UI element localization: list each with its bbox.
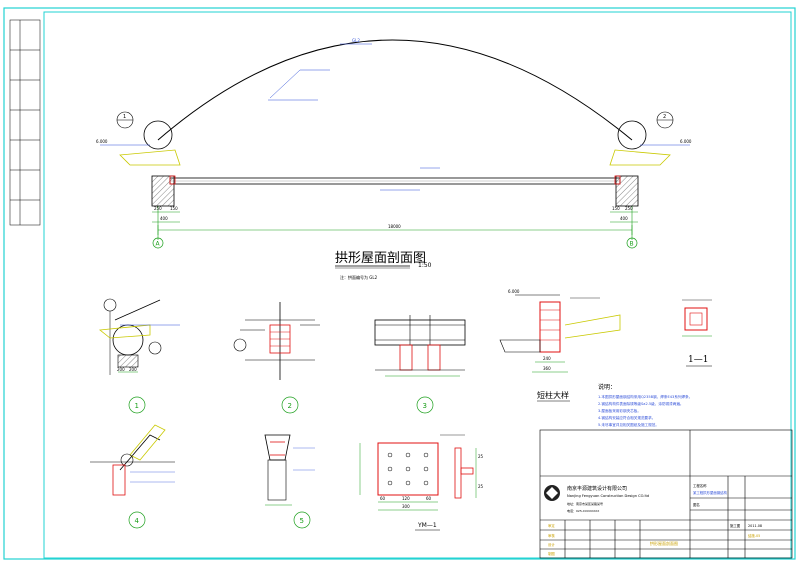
right-dim-1: 150 <box>612 206 620 211</box>
axis-b-label: B <box>630 241 634 248</box>
axis-bubble-b <box>626 237 638 249</box>
callout-circle-right <box>617 120 647 150</box>
detail-1-tag: 1 <box>135 402 139 410</box>
d1-dim-1: 200 <box>117 367 125 372</box>
note-line-3: 3.屋面板采用彩钢夹芯板。 <box>598 408 641 413</box>
callout-right-label: 2 <box>663 114 666 120</box>
arch-section: GL2 1 2 6.000 6.000 <box>96 38 692 280</box>
wall-right <box>615 175 639 207</box>
notes: 说明： 1.本图拱形屋面钢结构采用Q235B钢，焊条E43系列焊条。 2.钢结构… <box>598 383 692 427</box>
main-note: 注：拱面编号为 GL2 <box>340 274 378 280</box>
left-strip <box>9 19 41 226</box>
section-1-1: 1—1 <box>682 299 712 367</box>
dimension-lines <box>152 206 638 240</box>
main-scale: 1:50 <box>418 262 432 269</box>
column-dim-1: 240 <box>543 356 551 361</box>
column-title: 短柱大样 <box>537 390 569 400</box>
detail-5-tag: 5 <box>300 517 304 525</box>
sheet-number: 结施-05 <box>748 533 760 538</box>
detail-3: 3 <box>374 315 466 414</box>
arch-curve <box>157 39 633 141</box>
plate-ym1: 60 120 60 300 YM—1 25 25 <box>359 434 484 531</box>
detail-1: 200 200 1 <box>98 298 180 414</box>
project-name: 某工程拱形屋面钢结构 <box>693 490 728 495</box>
detail-3-tag: 3 <box>423 402 427 410</box>
company-phone: 电话：025-XXXXXXXX <box>567 508 599 513</box>
note-line-4: 4.钢结构安装应符合相关规范要求。 <box>598 415 655 420</box>
approved-label: 审定 <box>548 523 555 528</box>
plate-total: 300 <box>402 504 410 509</box>
notes-heading: 说明： <box>598 383 616 391</box>
company-name-cn: 南京丰源建筑设计有限公司 <box>567 485 627 492</box>
column-elev: 6.000 <box>508 289 520 294</box>
plate-label: YM—1 <box>417 522 437 529</box>
detail-4: 4 <box>90 424 175 529</box>
left-dim-2: 150 <box>170 206 178 211</box>
plate-side-1: 25 <box>478 454 484 459</box>
checked-label: 审核 <box>548 533 555 538</box>
company-address: 地址：南京市某区某路某号 <box>567 501 603 506</box>
short-column-detail: 6.000 240 360 短柱大样 <box>499 289 621 402</box>
axis-bubble-a <box>152 237 164 249</box>
axis-a-label: A <box>156 241 161 248</box>
plate-side-2: 25 <box>478 484 484 489</box>
elevation-left: 6.000 <box>96 139 108 144</box>
plate-dim-2: 120 <box>402 496 410 501</box>
detail-5: 5 <box>264 434 315 529</box>
wall-left <box>151 175 175 207</box>
detail-2-tag: 2 <box>288 402 292 410</box>
right-wall-dim: 400 <box>620 216 628 221</box>
drawing-frame <box>43 11 792 559</box>
left-wall-dim: 400 <box>160 216 168 221</box>
date: 2011.08 <box>748 524 762 528</box>
company-logo <box>544 485 560 501</box>
project-label: 工程名称 <box>693 483 707 488</box>
drawn-label: 制图 <box>548 551 555 556</box>
sheet-border <box>3 7 796 560</box>
plate-dim-1: 60 <box>380 496 386 501</box>
left-dim-1: 250 <box>154 206 162 211</box>
column-dim-2: 360 <box>543 366 551 371</box>
drawing-name: 拱形屋面剖面图 <box>650 540 678 546</box>
top-label: GL2 <box>352 38 360 43</box>
title-block <box>539 429 793 559</box>
span-dim: 18000 <box>388 224 401 229</box>
section-title: 1—1 <box>688 355 708 365</box>
company-name-en: Nanjing Fengyuan Construction Design CO.… <box>567 494 649 498</box>
stage: 施工图 <box>730 523 741 528</box>
callout-left-label: 1 <box>123 114 126 120</box>
callout-circle-left <box>143 120 173 150</box>
note-line-5: 5.未尽事宜详见相关图纸及施工规范。 <box>598 422 659 427</box>
main-title: 拱形屋面剖面图 <box>335 251 426 266</box>
drawing-label: 图名 <box>693 502 700 507</box>
detail-2: 2 <box>233 302 320 414</box>
note-line-1: 1.本图拱形屋面钢结构采用Q235B钢，焊条E43系列焊条。 <box>598 394 692 399</box>
d1-dim-2: 200 <box>129 367 137 372</box>
designed-label: 设计 <box>548 542 555 547</box>
elevation-right: 6.000 <box>680 139 692 144</box>
right-dim-2: 250 <box>625 206 633 211</box>
note-line-2: 2.钢结构构件表面除锈等级Sa2.5级，涂防锈漆两遍。 <box>598 401 684 406</box>
detail-4-tag: 4 <box>135 517 140 525</box>
plate-dim-3: 60 <box>426 496 432 501</box>
